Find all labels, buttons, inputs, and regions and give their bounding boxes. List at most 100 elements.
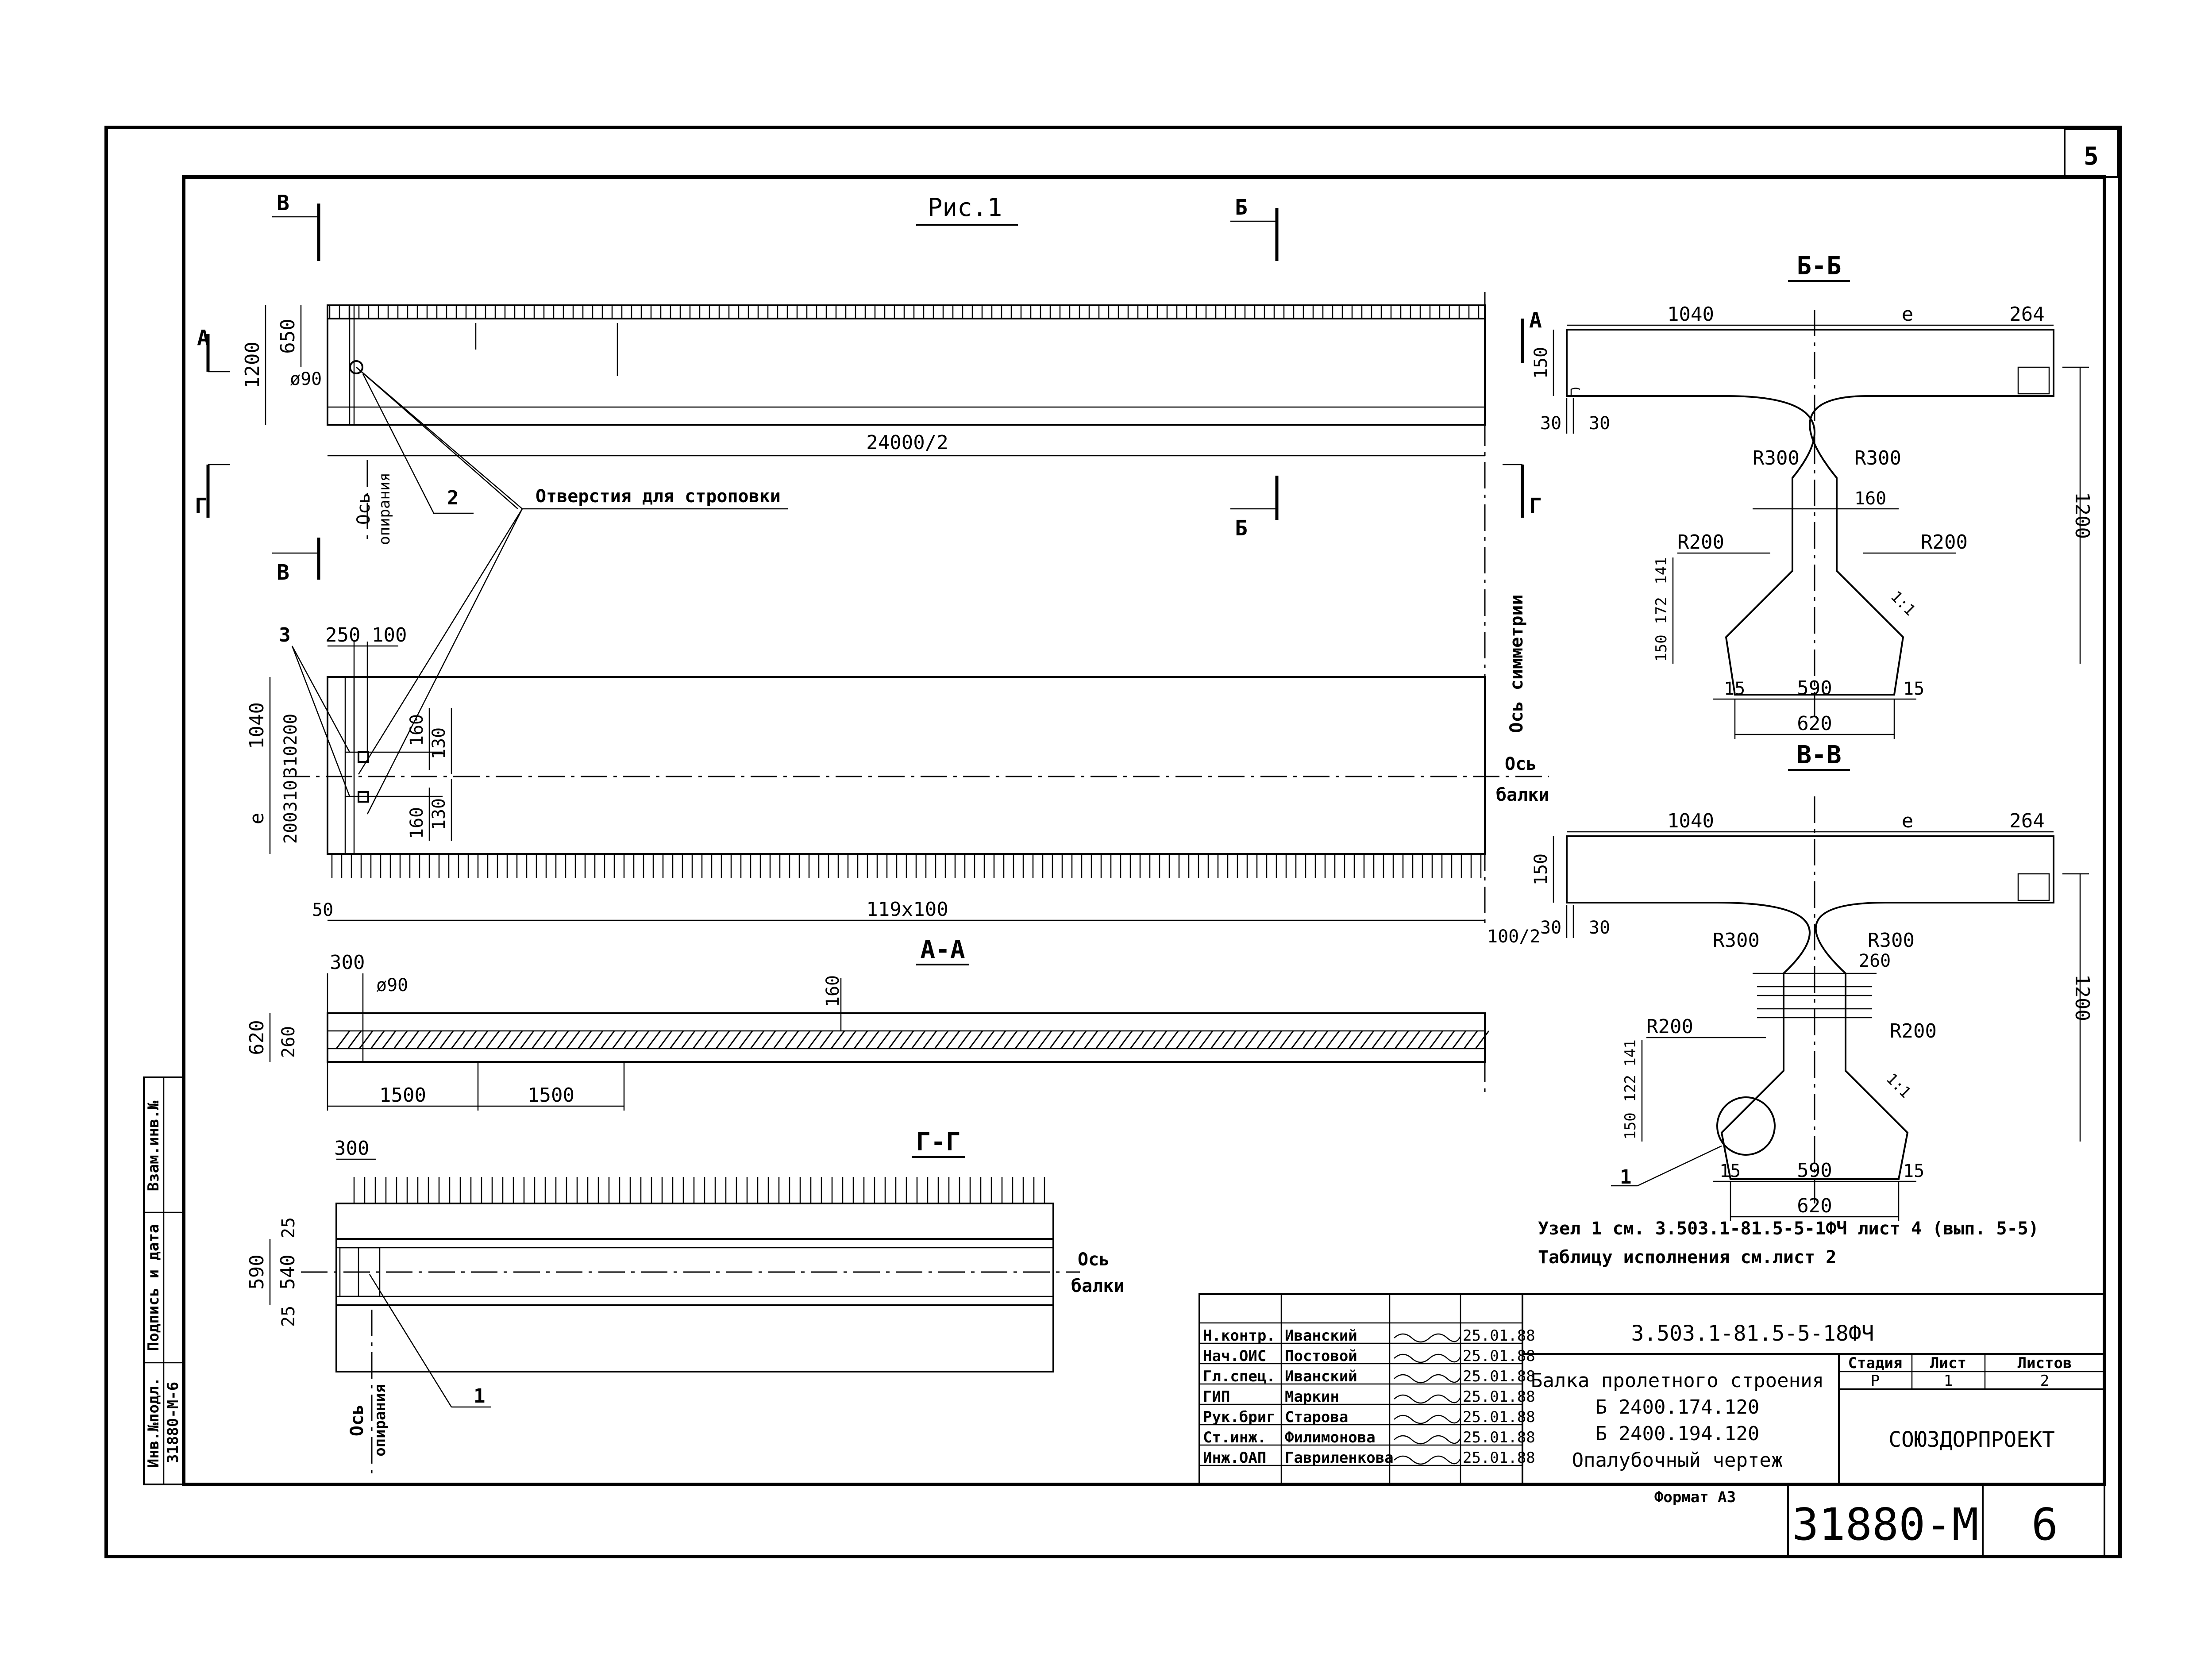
hatch-stroke xyxy=(738,1030,753,1049)
hatch-stroke xyxy=(911,1030,926,1049)
hatch-stroke xyxy=(796,1030,811,1049)
hatch-stroke xyxy=(681,1030,696,1049)
vv-dim-e: e xyxy=(1902,810,1914,832)
hatch-stroke xyxy=(934,1030,949,1049)
aa-dim-300: 300 xyxy=(330,951,365,974)
gg-support-axis-2: опирания xyxy=(371,1384,389,1457)
hatch-stroke xyxy=(1141,1030,1156,1049)
vv-dim-264: 264 xyxy=(2009,810,2044,832)
vv-leader-1: 1 xyxy=(1620,1166,1632,1188)
bb-r300-right: R300 xyxy=(1854,447,1901,469)
side-label-signature: Подпись и дата xyxy=(145,1224,162,1351)
lifting-hole-plan-2 xyxy=(358,791,369,803)
hatch-stroke xyxy=(761,1030,776,1049)
hatch-stroke xyxy=(543,1030,558,1049)
section-vv: В-В 1040 e 264 150 30 30 R300 R300 260 R… xyxy=(1531,741,2093,1221)
aa-dim-160: 160 xyxy=(823,975,843,1007)
signature-icon xyxy=(1394,1415,1461,1424)
stage-header: Стадия xyxy=(1848,1354,1903,1372)
hatch-stroke xyxy=(1440,1030,1455,1049)
hatch-stroke xyxy=(347,1030,362,1049)
lifting-hole-plan-1 xyxy=(358,751,369,763)
hatch-stroke xyxy=(474,1030,489,1049)
bb-r300-left: R300 xyxy=(1753,447,1800,469)
bb-dim-15-b: 15 xyxy=(1903,679,1924,699)
section-v-top-label: В xyxy=(277,191,289,215)
archive-number: 31880-М xyxy=(1792,1499,1978,1550)
gg-dim-25-top: 25 xyxy=(278,1217,299,1238)
side-inv-value: 31880-М-6 xyxy=(164,1382,182,1463)
hatch-stroke xyxy=(1233,1030,1248,1049)
support-axis-label-2: опирания xyxy=(376,473,393,545)
beam-axis-label-2: балки xyxy=(1496,785,1549,805)
gg-support-axis-1: Ось xyxy=(347,1404,367,1436)
side-label-replaced: Взам.инв.№ xyxy=(145,1100,162,1191)
gg-dim-25-bottom: 25 xyxy=(278,1306,299,1327)
vv-profile xyxy=(1566,835,2054,1180)
section-gg: Г-Г Ось балки 300 590 540 25 25 1 Ось оп… xyxy=(246,1128,1124,1478)
hatch-stroke xyxy=(1325,1030,1340,1049)
support-axis-label-1: Ось xyxy=(354,493,374,525)
vv-dim-1040: 1040 xyxy=(1667,810,1714,832)
bb-dim-1040: 1040 xyxy=(1667,303,1714,326)
hatch-stroke xyxy=(462,1030,477,1049)
hatch-stroke xyxy=(508,1030,523,1049)
hatch-stroke xyxy=(1118,1030,1133,1049)
signature-icon xyxy=(1394,1374,1461,1384)
stamp-date: 25.01.88 xyxy=(1463,1408,1535,1426)
leader-2: 2 xyxy=(447,487,459,509)
bb-dim-1200: 1200 xyxy=(2071,492,2093,539)
section-b-top-label: Б xyxy=(1235,195,1248,220)
bb-dim-160: 160 xyxy=(1854,488,1886,509)
hatch-stroke xyxy=(335,1030,351,1049)
width-e: e xyxy=(246,813,268,825)
signature-icon xyxy=(1394,1394,1461,1404)
format-label: Формат А3 xyxy=(1654,1488,1736,1506)
hatch-stroke xyxy=(980,1030,995,1049)
sheets-header: Листов xyxy=(2018,1354,2072,1372)
stamp-date: 25.01.88 xyxy=(1463,1449,1535,1467)
dim-50: 50 xyxy=(312,900,333,920)
gg-dim-300: 300 xyxy=(334,1137,369,1160)
stamp-role: Рук.бриг xyxy=(1203,1408,1276,1426)
hatch-stroke xyxy=(1222,1030,1237,1049)
dim-130-bottom: 130 xyxy=(429,798,449,830)
aa-dim-1500-b: 1500 xyxy=(528,1084,574,1107)
hatch-stroke xyxy=(1198,1030,1214,1049)
organization: СОЮЗДОРПРОЕКТ xyxy=(1888,1427,2055,1452)
hatch-stroke xyxy=(1106,1030,1121,1049)
hatch-stroke xyxy=(1302,1030,1317,1049)
sheets-value: 2 xyxy=(2040,1372,2049,1390)
hatch-stroke xyxy=(405,1030,420,1049)
hatch-stroke xyxy=(439,1030,454,1049)
hatch-stroke xyxy=(1014,1030,1029,1049)
height-1200: 1200 xyxy=(241,342,264,388)
hatch-stroke xyxy=(1026,1030,1041,1049)
hatch-stroke xyxy=(1083,1030,1098,1049)
leader-3: 3 xyxy=(279,624,291,646)
hatch-stroke xyxy=(1463,1030,1478,1049)
hatch-stroke xyxy=(842,1030,857,1049)
bb-dim-172: 172 xyxy=(1653,597,1670,624)
hatch-stroke xyxy=(865,1030,880,1049)
hatch-stroke xyxy=(1475,1030,1490,1049)
stamp-name: Иванский xyxy=(1285,1327,1357,1345)
hatch-stroke xyxy=(1337,1030,1352,1049)
dim-130-top: 130 xyxy=(429,727,449,759)
section-aa-title: А-А xyxy=(920,935,965,964)
bb-dim-590: 590 xyxy=(1797,677,1832,700)
vv-r300-left: R300 xyxy=(1713,929,1760,952)
stamp-name: Маркин xyxy=(1285,1388,1339,1406)
sheet-header: Лист xyxy=(1930,1354,1966,1372)
span-dim: 24000/2 xyxy=(866,431,948,454)
signature-icon xyxy=(1394,1435,1461,1445)
hatch-stroke xyxy=(669,1030,684,1049)
stamp-name: Постовой xyxy=(1285,1347,1357,1365)
gg-leader-1: 1 xyxy=(474,1385,486,1407)
hatch-stroke xyxy=(393,1030,408,1049)
lifting-hole-elevation xyxy=(349,360,363,374)
beam-elevation: В Б ø90 1200 650 А А 24000/2 xyxy=(195,191,1542,929)
archive-box xyxy=(1787,1484,2105,1557)
vv-dim-260: 260 xyxy=(1859,951,1891,971)
